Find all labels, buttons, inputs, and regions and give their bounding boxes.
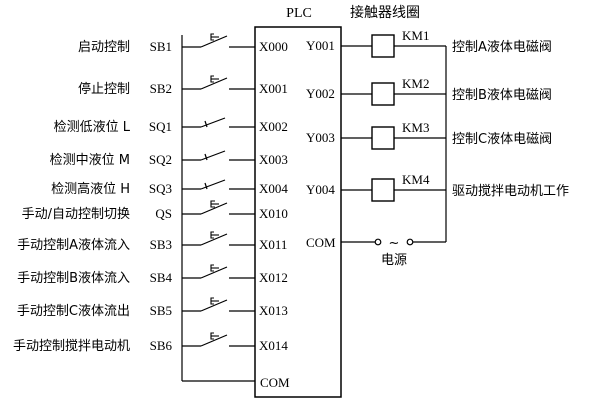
contact-blade-qs [200, 202, 228, 215]
input-label-sb6: 手动控制搅拌电动机 [13, 338, 130, 354]
input-com-label: COM [260, 375, 290, 390]
limit-switch-blade-sq1 [200, 117, 226, 128]
coil-label-km3: KM3 [402, 120, 429, 135]
coil-label-km2: KM2 [402, 76, 429, 91]
contact-blade-sb5 [200, 299, 228, 312]
limit-switch-blade-sq2 [200, 150, 226, 161]
plc-output-y004: Y004 [306, 182, 335, 197]
plc-input-x013: X013 [259, 303, 288, 318]
plc-input-x001: X001 [259, 81, 288, 96]
power-symbol: ~ [389, 236, 400, 251]
input-tag-sq2: SQ2 [149, 152, 172, 167]
input-label-sq2: 检测中液位 M [50, 153, 130, 168]
input-tag-qs: QS [155, 206, 172, 221]
coil-km1 [371, 34, 395, 58]
coil-km2 [371, 82, 395, 106]
output-coils [371, 34, 395, 202]
input-label-sb2: 停止控制 [78, 81, 130, 97]
contact-blade-sb2 [200, 77, 228, 90]
contact-blade-sb3 [200, 233, 228, 246]
coil-km4 [371, 178, 395, 202]
limit-switch-mark-sq1 [204, 120, 208, 128]
plc-input-x011: X011 [259, 237, 287, 252]
contact-blade-sb4 [200, 266, 228, 279]
input-tag-sb5: SB5 [150, 303, 172, 318]
output-label-km2: 控制B液体电磁阀 [452, 88, 552, 103]
input-tag-sb3: SB3 [150, 237, 172, 252]
output-com-label: COM [306, 235, 336, 250]
input-tag-sq1: SQ1 [149, 119, 172, 134]
labels: 启动控制 SB1 X000 停止控制 SB2 X001 检测低液位 L SQ1 X002 检测中液… [13, 28, 569, 354]
plc-input-x012: X012 [259, 270, 288, 285]
plc-title: PLC [286, 6, 312, 21]
input-label-sq3: 检测高液位 H [51, 181, 130, 197]
power-terminal-right [406, 238, 414, 246]
plc-input-x003: X003 [259, 152, 288, 167]
output-header: 接触器线圈 [350, 4, 420, 21]
plc-output-y002: Y002 [306, 86, 335, 101]
input-tag-sb2: SB2 [150, 81, 172, 96]
input-label-sb5: 手动控制C液体流出 [17, 304, 130, 319]
input-label-sq1: 检测低液位 L [54, 120, 131, 135]
input-label-sb4: 手动控制B液体流入 [17, 271, 130, 286]
plc-input-x014: X014 [259, 338, 288, 353]
input-label-sb3: 手动控制A液体流入 [17, 238, 130, 253]
power-terminal-left [374, 238, 382, 246]
output-label-km4: 驱动搅拌电动机工作 [452, 183, 569, 199]
contact-blade-sb6 [200, 334, 228, 347]
input-label-sb1: 启动控制 [78, 40, 130, 55]
limit-switch-mark-sq2 [204, 153, 208, 161]
contact-blade-sb1 [200, 35, 228, 48]
input-tag-sb6: SB6 [150, 338, 173, 353]
coil-km3 [371, 126, 395, 150]
plc-box [254, 26, 342, 398]
plc-output-y003: Y003 [306, 130, 335, 145]
input-contacts [200, 33, 228, 347]
plc-input-x004: X004 [259, 181, 288, 196]
coil-label-km1: KM1 [402, 28, 429, 43]
limit-switch-mark-sq3 [204, 182, 208, 190]
limit-switch-blade-sq3 [200, 179, 226, 190]
output-label-km3: 控制C液体电磁阀 [452, 132, 552, 147]
input-tag-sq3: SQ3 [149, 181, 172, 196]
plc-input-x000: X000 [259, 39, 288, 54]
input-tag-sb1: SB1 [150, 39, 172, 54]
power-label: 电源 [381, 253, 407, 268]
plc-output-y001: Y001 [306, 38, 335, 53]
plc-input-x002: X002 [259, 119, 288, 134]
input-label-qs: 手动/自动控制切换 [22, 207, 130, 222]
wiring [181, 35, 447, 382]
plc-input-x010: X010 [259, 206, 288, 221]
input-tag-sb4: SB4 [150, 270, 173, 285]
output-label-km1: 控制A液体电磁阀 [452, 40, 552, 55]
coil-label-km4: KM4 [402, 172, 430, 187]
